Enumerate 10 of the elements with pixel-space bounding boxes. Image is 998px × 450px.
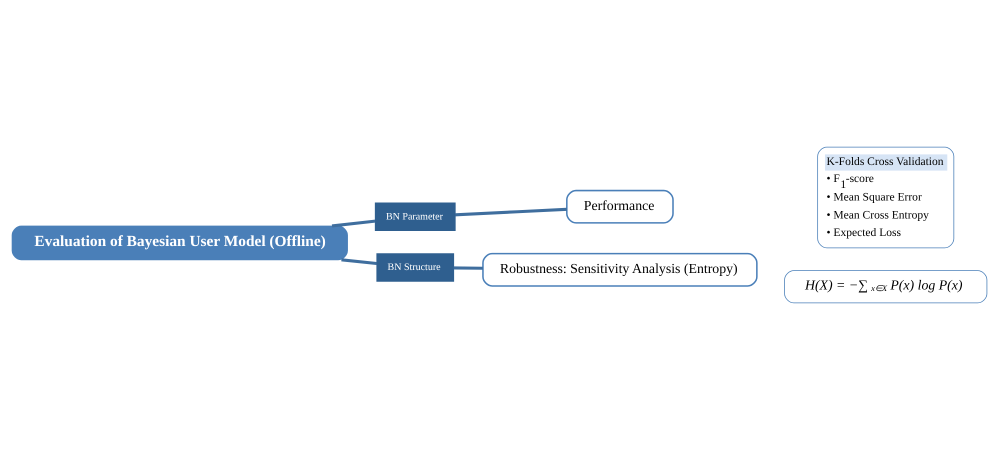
node-box: BN Parameter <box>374 202 456 231</box>
node-box: BN Structure <box>376 253 454 282</box>
node-box: H(X) = −∑x∈X P(x) log P(x) <box>784 270 987 304</box>
connector <box>453 266 482 270</box>
node-box: Evaluation of Bayesian User Model (Offline) <box>11 226 348 260</box>
connector <box>340 258 376 266</box>
node-box: Robustness: Sensitivity Analysis (Entropy) <box>482 252 758 287</box>
connector <box>331 220 375 228</box>
node-box: Performance <box>566 190 674 224</box>
connector <box>454 208 566 216</box>
